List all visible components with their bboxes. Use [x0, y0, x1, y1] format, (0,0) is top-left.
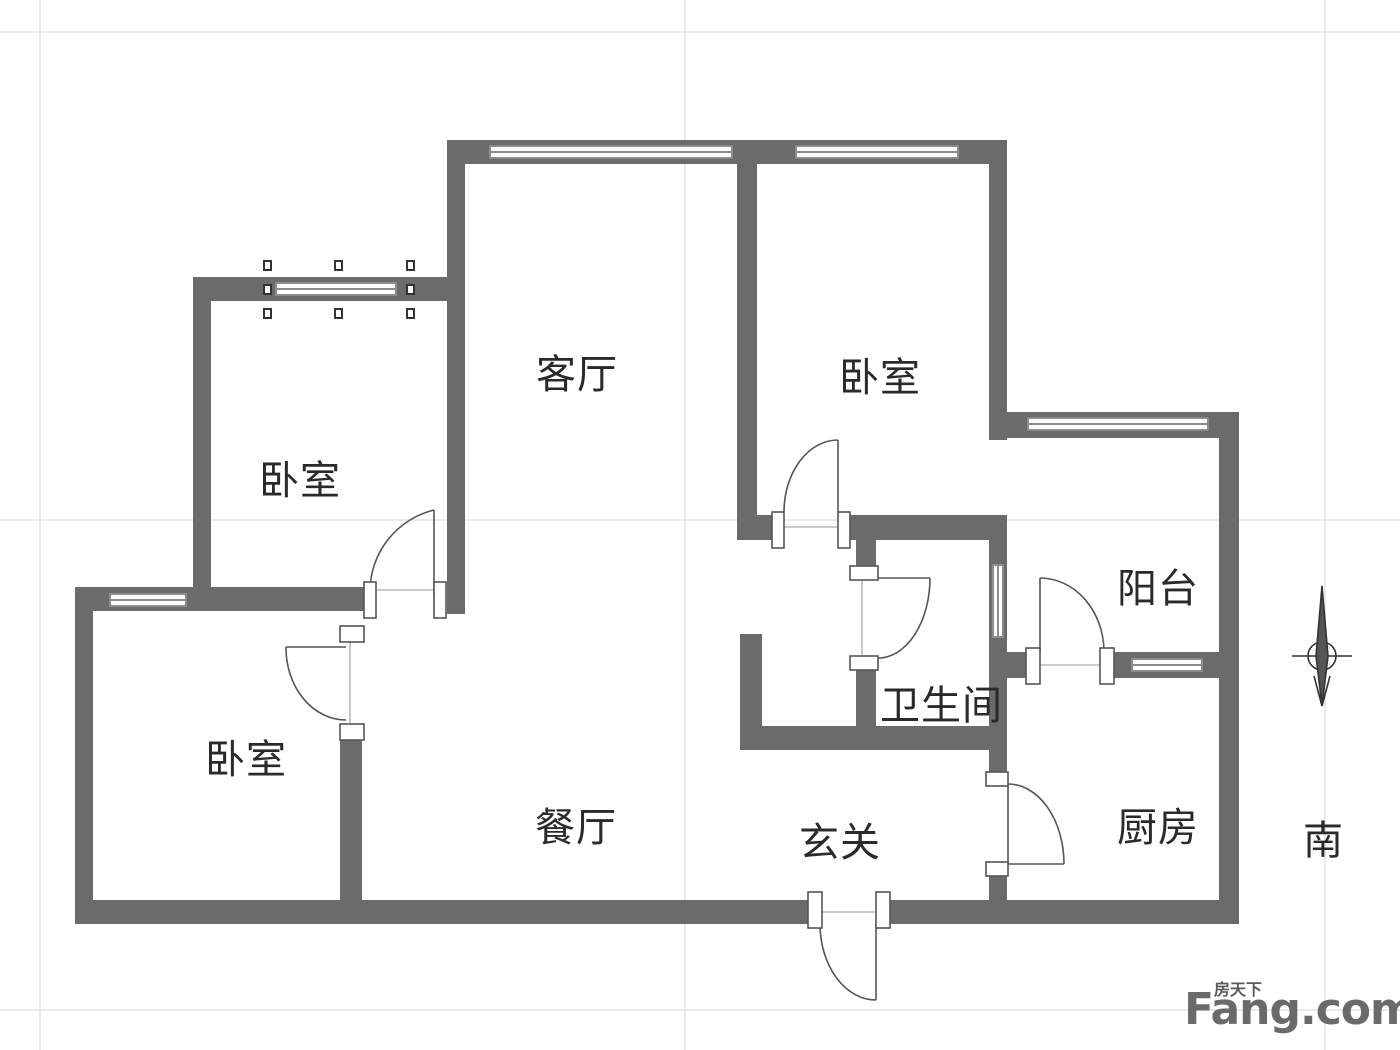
door-bathroom [849, 565, 931, 671]
door-balcony [1025, 577, 1115, 685]
room-label-bathroom: 卫生间 [880, 683, 1003, 729]
compass-direction-label: 南 [1303, 818, 1344, 864]
room-label-dining-room: 餐厅 [535, 805, 617, 851]
fang-logo-icon: 房天下 Fang.com [1184, 976, 1400, 1036]
wall-segment [856, 538, 876, 568]
room-label-living-room: 客厅 [536, 352, 618, 398]
north-arrow-icon [1292, 585, 1352, 707]
wall-segment [75, 900, 820, 924]
wall-segment [856, 664, 876, 728]
windows [109, 145, 1209, 672]
door-kitchen [985, 771, 1065, 877]
room-label-bedroom-left-upper: 卧室 [259, 458, 341, 504]
room-label-bedroom-top-right: 卧室 [839, 355, 921, 401]
watermark-cn: 房天下 [1214, 980, 1263, 999]
wall-segment [193, 277, 211, 611]
wall-segment [207, 587, 367, 611]
wall-segment [989, 866, 1007, 924]
wall-segment [340, 726, 362, 902]
door-bedroom-left-upper [363, 509, 447, 619]
wall-segment [447, 140, 465, 614]
window-markers [263, 260, 415, 319]
wall-segment [989, 140, 1007, 440]
wall-segment [75, 587, 93, 924]
room-label-balcony: 阳台 [1117, 566, 1199, 612]
wall-segment [876, 900, 1239, 924]
room-label-entrance: 玄关 [799, 820, 881, 866]
walls [75, 140, 1239, 924]
doors [285, 439, 1115, 1001]
door-entrance [807, 891, 891, 1001]
room-label-bedroom-left-lower: 卧室 [205, 737, 287, 783]
wall-segment [740, 634, 762, 750]
watermark-en: Fang.com [1184, 984, 1400, 1035]
wall-segment [843, 515, 1007, 540]
wall-segment [737, 140, 757, 540]
wall-segment [740, 726, 1007, 750]
room-label-kitchen: 厨房 [1117, 805, 1199, 851]
door-bedroom-top-right [771, 439, 851, 549]
door-bedroom-left-lower [285, 625, 365, 741]
